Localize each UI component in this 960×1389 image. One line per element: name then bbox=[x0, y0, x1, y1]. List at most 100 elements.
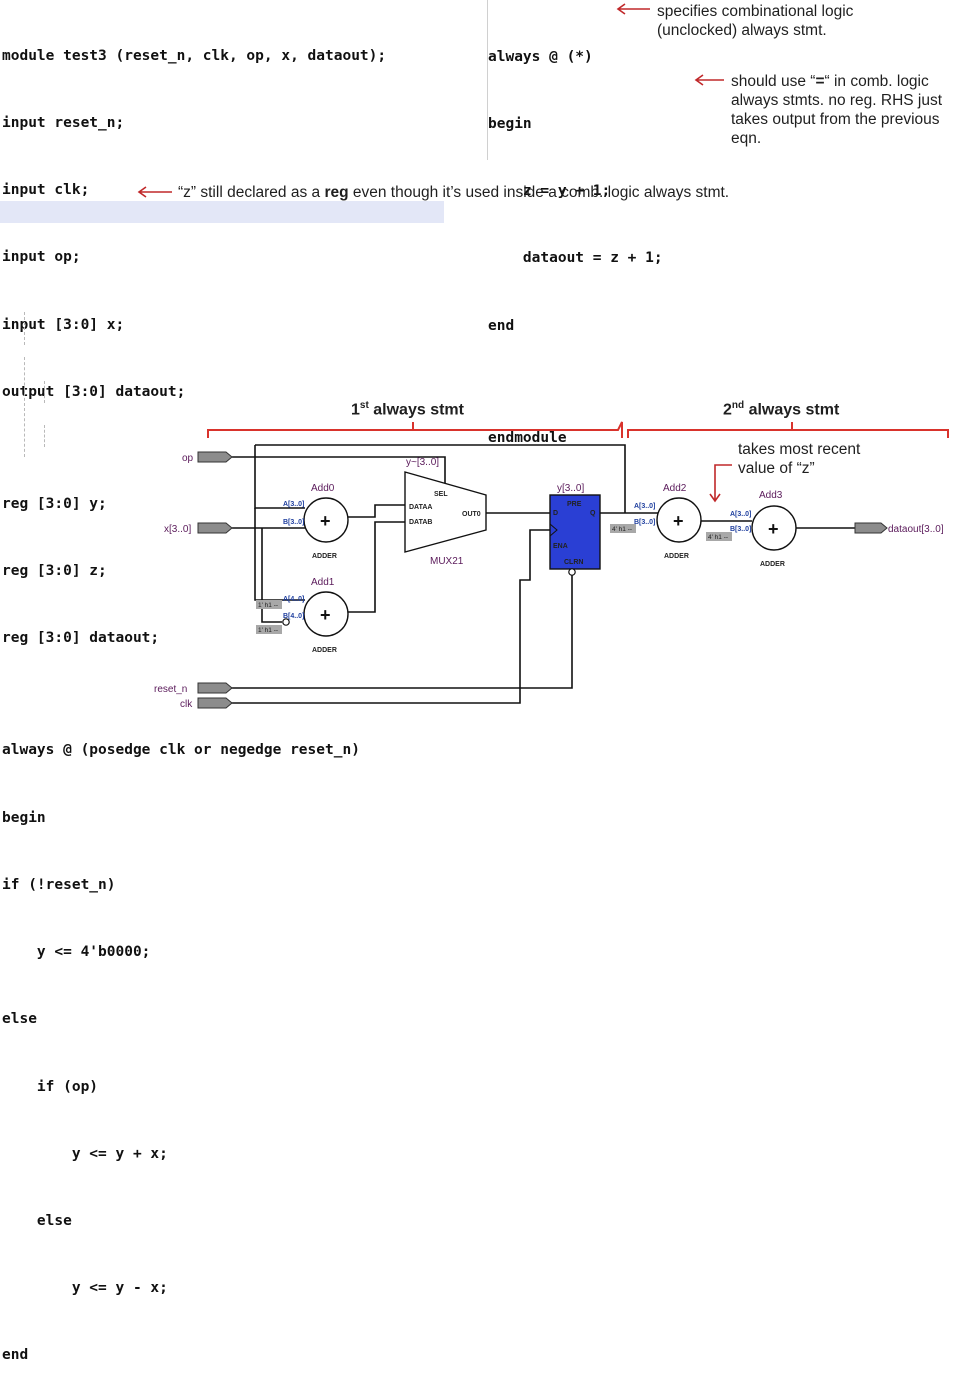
wire-clk bbox=[230, 529, 553, 704]
reg-q: Q bbox=[590, 510, 596, 517]
add3-const: 4' h1 -- bbox=[708, 534, 728, 541]
port-clk-pin bbox=[197, 697, 233, 709]
code-highlight bbox=[0, 201, 444, 223]
rtl-schematic: op x[3..0] reset_n clk dataout[3..0] Add… bbox=[154, 444, 944, 710]
code-line: reg [3:0] z; bbox=[2, 563, 107, 580]
code-line: reg [3:0] y; bbox=[2, 495, 107, 512]
add0-a: A[3..0] bbox=[283, 501, 304, 508]
add0-circle bbox=[303, 497, 349, 543]
wire-reset bbox=[230, 575, 573, 689]
add2-op: + bbox=[673, 511, 684, 531]
add1-invert-bubble bbox=[282, 618, 290, 626]
port-op-label: op bbox=[182, 453, 194, 464]
code-line: begin bbox=[488, 116, 532, 133]
mux-datab: DATAB bbox=[409, 519, 432, 526]
code-line: dataout = z + 1; bbox=[488, 250, 663, 267]
code-line: begin bbox=[2, 809, 46, 826]
add2-const: 4' h1 -- bbox=[612, 526, 632, 533]
mux-sel: SEL bbox=[434, 491, 448, 498]
mux-out: OUT0 bbox=[462, 511, 481, 518]
indent-guide bbox=[24, 357, 25, 457]
port-op-pin bbox=[197, 451, 233, 463]
add2-name: Add2 bbox=[663, 483, 687, 494]
add1-circle bbox=[303, 591, 349, 637]
code-line: output [3:0] dataout; bbox=[2, 383, 186, 400]
reg-clrn-bubble bbox=[568, 568, 576, 576]
port-x: x[3..0] bbox=[164, 522, 233, 535]
add1-const1-box bbox=[256, 600, 282, 609]
reg-pre: PRE bbox=[567, 501, 582, 508]
wire-op bbox=[232, 456, 446, 487]
add1-op: + bbox=[320, 605, 331, 625]
wire-x-to-add1 bbox=[261, 528, 282, 623]
reg-name: y[3..0] bbox=[557, 483, 584, 494]
code-line: else bbox=[2, 1011, 37, 1028]
annotation-most-recent-z: takes most recent value of “z” bbox=[738, 441, 861, 477]
add0-b: B[3..0] bbox=[283, 519, 304, 526]
port-clk: clk bbox=[180, 697, 233, 710]
add1-const1: 1' h1 -- bbox=[258, 602, 278, 609]
code-line: always @ (posedge clk or negedge reset_n… bbox=[2, 742, 360, 759]
wire-y-to-add1 bbox=[254, 508, 282, 601]
add3-const-box bbox=[706, 532, 732, 541]
wire-add0-mux bbox=[346, 504, 405, 518]
mux-body bbox=[404, 471, 487, 553]
mux-21: y~[3..0] SEL DATAA DATAB OUT0 MUX21 bbox=[404, 457, 487, 567]
port-reset-n-label: reset_n bbox=[154, 684, 187, 695]
port-op: op bbox=[182, 451, 233, 464]
code-line: input reset_n; bbox=[2, 115, 125, 132]
add3-type: ADDER bbox=[760, 561, 785, 568]
add1-b: B[4..0] bbox=[283, 613, 304, 620]
add2-b: B[3..0] bbox=[634, 519, 655, 526]
reg-clock-triangle bbox=[549, 523, 558, 537]
wire-y-feedback bbox=[255, 444, 626, 513]
code-line: input [3:0] x; bbox=[2, 316, 125, 333]
code-line: y <= 4'b0000; bbox=[2, 944, 151, 961]
port-dataout-label: dataout[3..0] bbox=[888, 524, 944, 535]
code-line: y <= y + x; bbox=[2, 1145, 168, 1162]
add2-circle bbox=[656, 497, 702, 543]
port-x-pin bbox=[197, 522, 233, 534]
adder-add3: Add3 + A[3..0] B[3..0] 4' h1 -- ADDER bbox=[706, 490, 797, 568]
port-dataout-pin bbox=[854, 522, 888, 534]
code-line: input op; bbox=[2, 249, 81, 266]
code-line: module test3 (reset_n, clk, op, x, datao… bbox=[2, 47, 387, 64]
code-line: always @ (*) bbox=[488, 48, 593, 65]
port-reset-n: reset_n bbox=[154, 682, 233, 695]
add2-const-box bbox=[610, 524, 636, 533]
code-line: y <= y - x; bbox=[2, 1280, 168, 1297]
add3-name: Add3 bbox=[759, 490, 783, 501]
reg-clrn: CLRN bbox=[564, 559, 583, 566]
add3-b: B[3..0] bbox=[730, 526, 751, 533]
first-always-heading: 1st always stmt bbox=[351, 400, 464, 419]
add1-const2: 1' h1 -- bbox=[258, 627, 278, 634]
reg-body bbox=[549, 494, 601, 570]
add1-type: ADDER bbox=[312, 647, 337, 654]
code-line: end bbox=[2, 1347, 29, 1364]
wire-add1-mux bbox=[346, 521, 405, 613]
annotation-blocking-assign: should use “=“ in comb. logic always stm… bbox=[731, 73, 943, 147]
wires bbox=[230, 444, 855, 704]
port-clk-label: clk bbox=[180, 699, 193, 710]
adder-add2: Add2 + A[3..0] B[3..0] 4' h1 -- ADDER bbox=[610, 483, 702, 560]
add0-op: + bbox=[320, 511, 331, 531]
adder-add0: Add0 + A[3..0] B[3..0] ADDER bbox=[283, 483, 349, 560]
add3-op: + bbox=[768, 519, 779, 539]
add3-circle bbox=[751, 505, 797, 551]
add1-a: A[4..0] bbox=[283, 596, 304, 603]
indent-guide bbox=[487, 0, 488, 160]
reg-d: D bbox=[553, 510, 558, 517]
adder-add1: Add1 + A[4..0] B[4..0] 1' h1 -- 1' h1 --… bbox=[256, 577, 349, 654]
annotation-z-reg: “z” still declared as a reg even though … bbox=[178, 184, 730, 201]
port-reset-n-pin bbox=[197, 682, 233, 694]
code-line: input clk; bbox=[2, 182, 90, 199]
reg-ena: ENA bbox=[553, 543, 568, 550]
add1-name: Add1 bbox=[311, 577, 335, 588]
code-line: reg [3:0] dataout; bbox=[2, 630, 160, 647]
code-line: z = y + 1; bbox=[488, 183, 611, 200]
port-dataout: dataout[3..0] bbox=[854, 522, 944, 535]
add0-name: Add0 bbox=[311, 483, 335, 494]
code-line: end bbox=[488, 317, 515, 334]
add2-type: ADDER bbox=[664, 553, 689, 560]
wire-y-to-add0 bbox=[254, 445, 305, 509]
